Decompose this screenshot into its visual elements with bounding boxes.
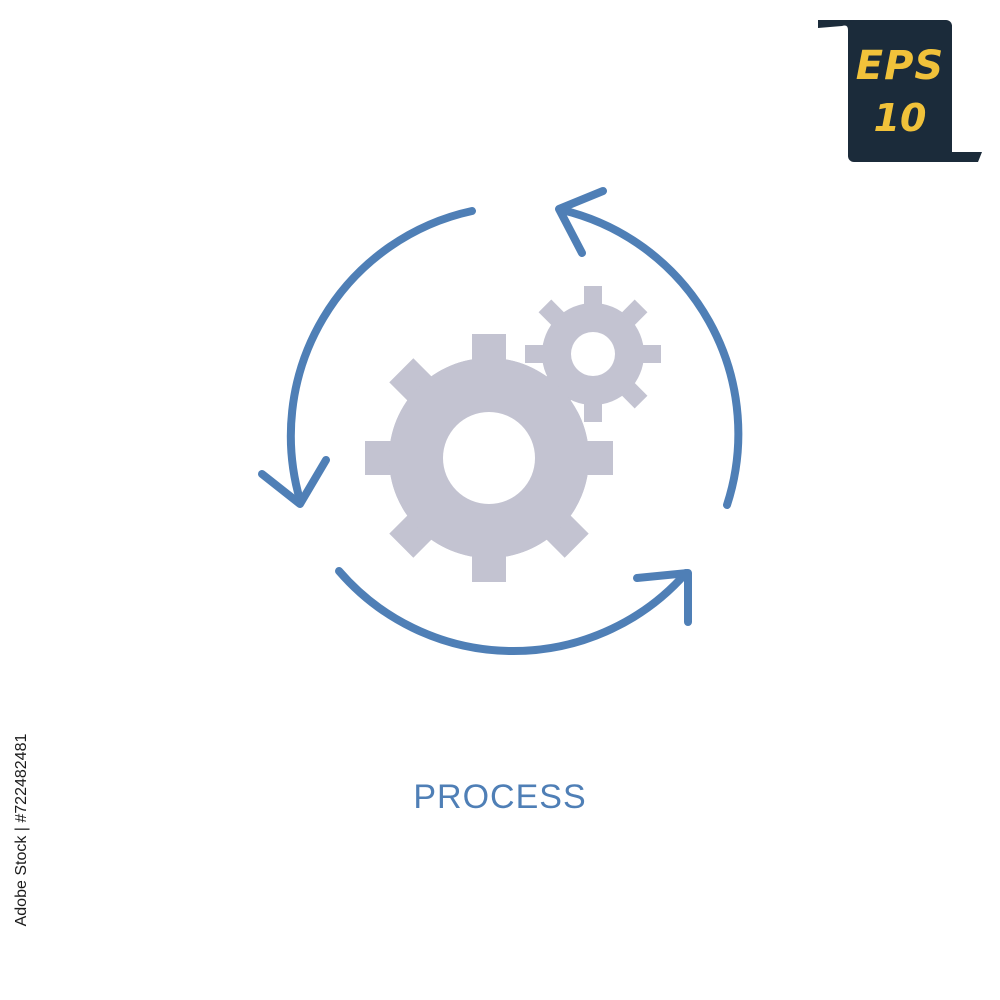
cycle-arrows-icon [258,187,743,656]
arrow-head-right [555,187,607,257]
eps-badge [818,20,982,162]
arrow-arc-right [558,206,743,509]
arrow-head-bottom [633,569,692,626]
stock-id-label: Adobe Stock | #722482481 [13,733,30,927]
badge-version-label: 10 [873,96,927,140]
arrow-head-left [258,456,330,508]
icon-caption: PROCESS [413,778,587,816]
arrow-arc-bottom [335,567,690,656]
badge-format-label: EPS [855,43,945,89]
arrow-arc-left [286,207,476,504]
